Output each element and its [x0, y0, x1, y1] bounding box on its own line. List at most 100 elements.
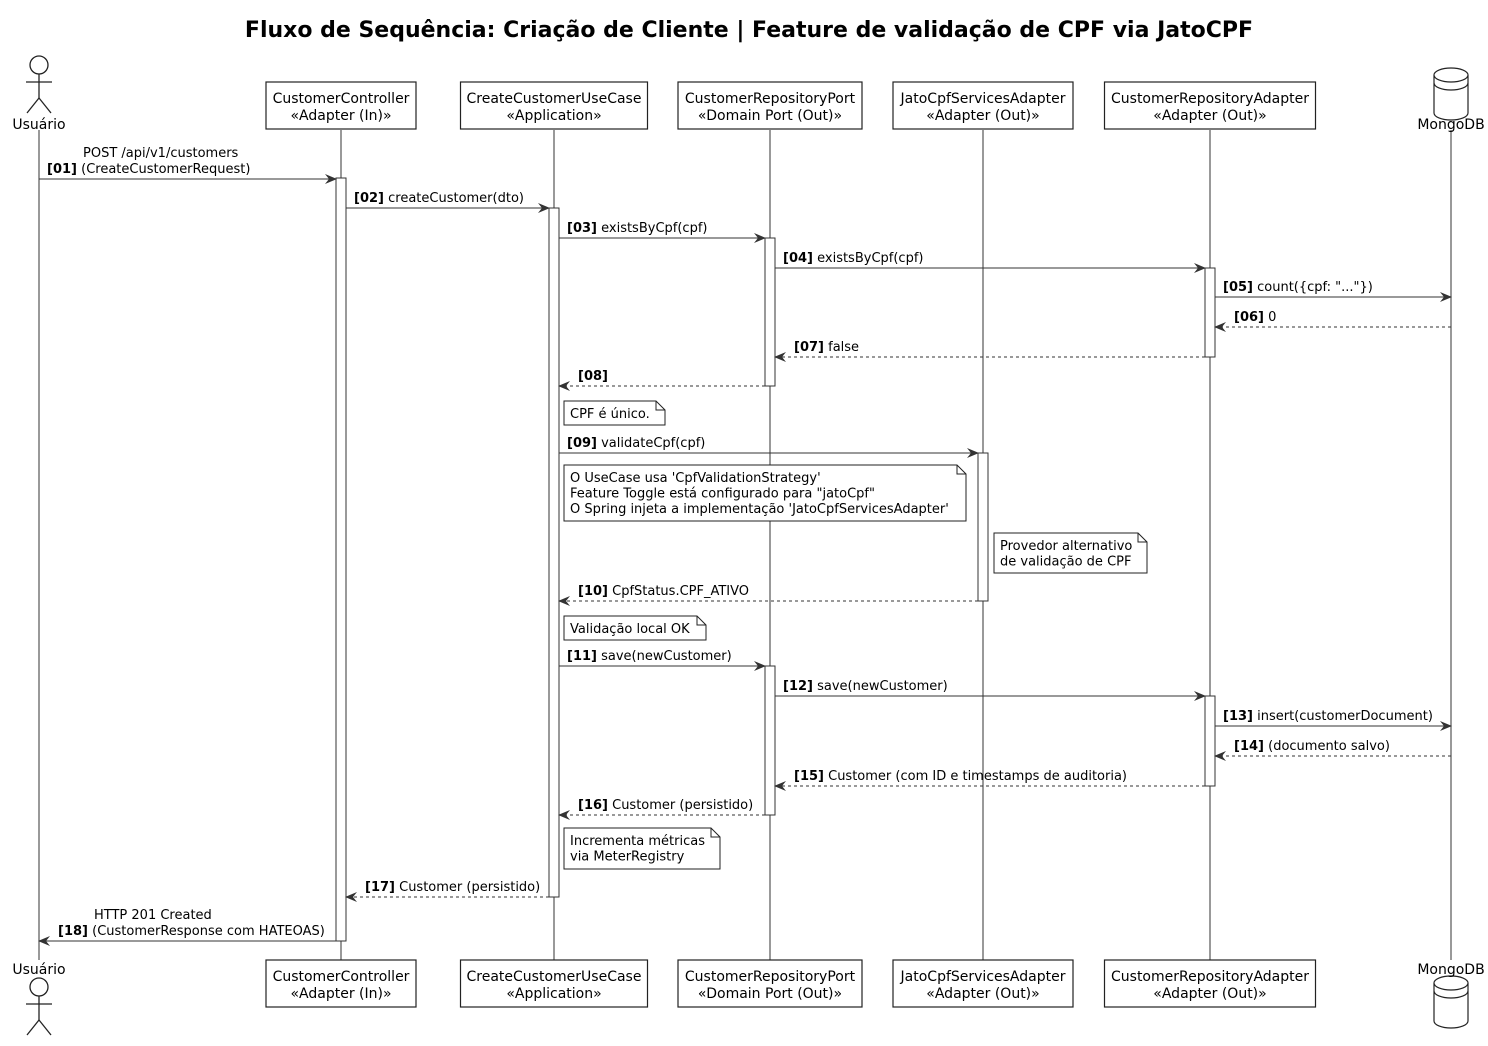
- database-ring: [1433, 990, 1469, 999]
- message-label: [14] (documento salvo): [1234, 739, 1390, 754]
- participant-stereotype: «Adapter (In)»: [290, 986, 391, 1002]
- message-label: [15] Customer (com ID e timestamps de au…: [794, 769, 1127, 784]
- message-number: [11]: [567, 649, 597, 664]
- participant-name: CustomerRepositoryPort: [685, 91, 856, 107]
- participant-box: [1103, 81, 1317, 130]
- participant-name: CustomerRepositoryAdapter: [1111, 91, 1309, 107]
- note-box: [563, 464, 967, 522]
- note-box: [563, 400, 666, 426]
- message-label: [08]: [578, 369, 608, 384]
- message-number: [01]: [47, 162, 77, 177]
- message-number: [04]: [783, 251, 813, 266]
- database-label: MongoDB: [1417, 117, 1484, 133]
- message-number: [13]: [1223, 709, 1253, 724]
- note-fold: [1137, 533, 1147, 543]
- participant-box: [265, 81, 417, 130]
- message-text: existsByCpf(cpf): [597, 221, 708, 236]
- participant-stereotype: «Application»: [506, 108, 601, 124]
- participant-port-bottom: [677, 959, 863, 1008]
- message-number: [09]: [567, 436, 597, 451]
- participant-stereotype: «Application»: [506, 986, 601, 1002]
- participant-controller-bottom: [265, 959, 417, 1008]
- participant-name: CustomerController: [273, 91, 410, 107]
- message-label: [07] false: [794, 340, 859, 355]
- participant-box: [677, 81, 863, 130]
- participant-stereotype: «Adapter (Out)»: [926, 986, 1039, 1002]
- message-text: insert(customerDocument): [1253, 709, 1433, 724]
- participant-repo-bottom: [1103, 959, 1317, 1008]
- message-text: Customer (persistido): [395, 880, 540, 895]
- participant-name: CustomerRepositoryPort: [685, 969, 856, 985]
- message-label: [04] existsByCpf(cpf): [783, 251, 923, 266]
- message-number: [07]: [794, 340, 824, 355]
- message-text: false: [824, 340, 859, 355]
- diagram-title: Fluxo de Sequência: Criação de Cliente |…: [245, 18, 1253, 43]
- message-number: [14]: [1234, 739, 1264, 754]
- note-text: Validação local OK: [570, 622, 690, 637]
- actor-leg: [38, 97, 52, 114]
- note-fold: [655, 401, 665, 411]
- message-label: [09] validateCpf(cpf): [567, 436, 705, 451]
- note: [563, 400, 666, 426]
- actor-label: Usuário: [12, 962, 65, 978]
- participant-jato-top: [892, 81, 1074, 130]
- message-text: existsByCpf(cpf): [813, 251, 924, 266]
- note-text: Feature Toggle está configurado para "ja…: [570, 487, 875, 502]
- database-bottom: [1433, 975, 1469, 1029]
- activation-bar: [977, 452, 989, 602]
- participant-stereotype: «Adapter (Out)»: [926, 108, 1039, 124]
- note-text: Provedor alternativo: [1000, 539, 1132, 554]
- activation-bar: [335, 177, 347, 942]
- note-fold: [956, 465, 966, 475]
- activation-bar: [1204, 695, 1216, 787]
- participant-name: CreateCustomerUseCase: [467, 969, 642, 985]
- note-text: O Spring injeta a implementação 'JatoCpf…: [570, 502, 949, 517]
- message-number: [02]: [354, 191, 384, 206]
- message-number: [18]: [58, 924, 88, 939]
- activation-bar: [1204, 267, 1216, 358]
- note: [563, 615, 707, 641]
- participant-name: CreateCustomerUseCase: [467, 91, 642, 107]
- database-icon: [1433, 983, 1469, 1029]
- participant-stereotype: «Adapter (Out)»: [1153, 986, 1266, 1002]
- note-box: [563, 827, 721, 870]
- note-box: [993, 532, 1148, 574]
- message-label: [03] existsByCpf(cpf): [567, 221, 707, 236]
- message-text: save(newCustomer): [597, 649, 732, 664]
- message-text: save(newCustomer): [813, 679, 948, 694]
- activation-bar: [548, 207, 560, 898]
- participant-usecase-bottom: [459, 959, 649, 1008]
- message-label: [17] Customer (persistido): [365, 880, 540, 895]
- message-number: [10]: [578, 584, 608, 599]
- note-text: Incrementa métricas: [570, 834, 705, 849]
- participant-box: [459, 959, 649, 1008]
- actor-bottom: [26, 977, 52, 1036]
- database-label: MongoDB: [1417, 962, 1484, 978]
- participant-box: [1103, 959, 1317, 1008]
- message-text: Customer (persistido): [608, 798, 753, 813]
- message-label: [13] insert(customerDocument): [1223, 709, 1433, 724]
- note-box: [563, 615, 707, 641]
- message-text: CpfStatus.CPF_ATIVO: [608, 584, 749, 599]
- message-number: [12]: [783, 679, 813, 694]
- actor-head-icon: [29, 55, 49, 75]
- message-label: POST /api/v1/customers: [83, 146, 239, 161]
- actor-leg: [26, 1019, 40, 1036]
- note: [563, 827, 721, 870]
- activation-bar: [764, 665, 776, 816]
- message-label: [10] CpfStatus.CPF_ATIVO: [578, 584, 749, 599]
- participant-name: CustomerController: [273, 969, 410, 985]
- message-number: [08]: [578, 369, 608, 384]
- note-text: via MeterRegistry: [570, 850, 685, 865]
- actor-top: [26, 55, 52, 114]
- note-text: CPF é único.: [570, 407, 650, 422]
- participant-usecase-top: [459, 81, 649, 130]
- note-text: O UseCase usa 'CpfValidationStrategy': [570, 471, 821, 486]
- activation-bar: [764, 237, 776, 387]
- actor-leg: [26, 97, 40, 114]
- database-ring: [1433, 82, 1469, 91]
- database-top: [1433, 975, 1469, 991]
- message-text: (CustomerResponse com HATEOAS): [88, 924, 325, 939]
